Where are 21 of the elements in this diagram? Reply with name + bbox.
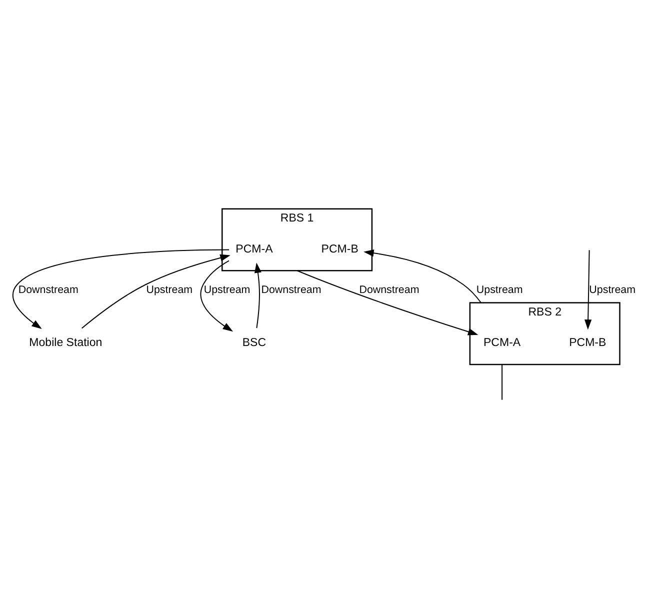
node-text: PCM-B xyxy=(569,337,606,350)
arrow xyxy=(584,250,592,330)
arrow xyxy=(81,254,230,329)
node-text: PCM-A xyxy=(236,243,273,256)
arrow xyxy=(200,260,234,332)
arrow xyxy=(296,270,478,336)
node-text: PCM-A xyxy=(483,337,521,350)
edge-label: Upstream xyxy=(476,284,523,296)
edge-label: Upstream xyxy=(146,284,193,296)
arrow xyxy=(364,250,482,304)
node-text: PCM-B xyxy=(321,243,358,256)
connector xyxy=(502,364,503,400)
node-text: BSC xyxy=(242,337,266,350)
arrow xyxy=(12,249,230,330)
edge-label: Upstream xyxy=(204,284,250,296)
edge-label: Downstream xyxy=(359,284,420,296)
arrow xyxy=(254,262,262,329)
edge-label: Upstream xyxy=(589,284,636,296)
edge-label: Downstream xyxy=(261,284,322,296)
node-text: Mobile Station xyxy=(29,337,102,350)
edge-label: Downstream xyxy=(18,284,78,296)
